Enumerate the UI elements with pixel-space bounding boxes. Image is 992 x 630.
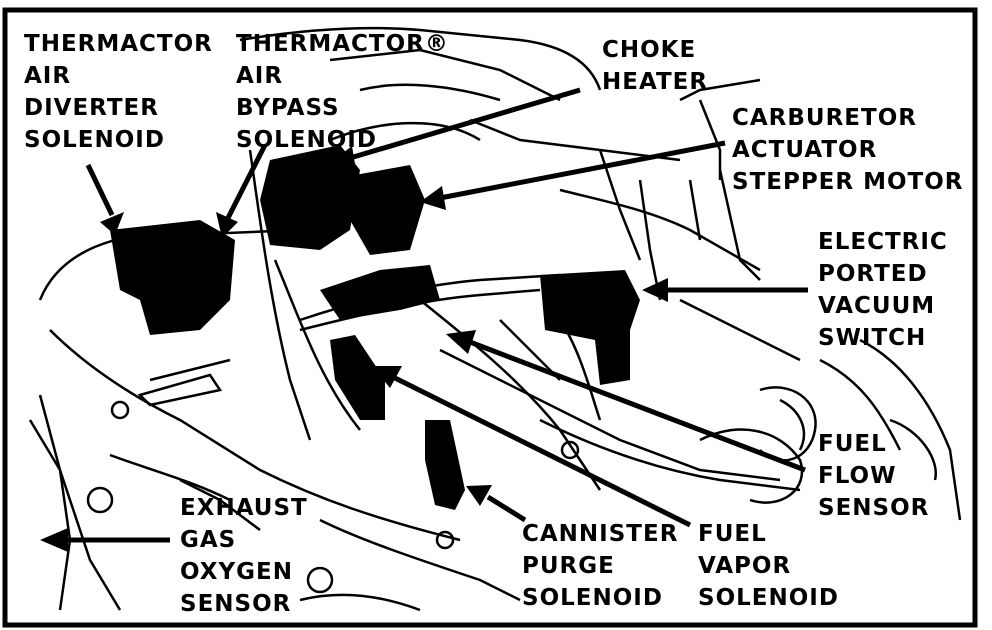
fuel-flow-sensor-blob	[330, 335, 385, 420]
air-diverter-solenoid-blob	[110, 220, 235, 335]
label-line: SOLENOID	[236, 127, 377, 153]
label-line: DIVERTER	[24, 95, 159, 121]
label-line: CARBURETOR	[732, 105, 917, 131]
label-line: OXYGEN	[180, 559, 293, 585]
fuel-vapor-solenoid-blob	[425, 420, 465, 510]
arrow-exhaust-oxygen-head	[40, 528, 68, 552]
label-line: FUEL	[818, 431, 887, 457]
label-line: ACTUATOR	[732, 137, 878, 163]
arrow-fuel-flow-sensor-head	[446, 330, 476, 354]
arrow-cannister-purge-head	[466, 485, 492, 506]
label-line: SOLENOID	[522, 585, 663, 611]
label-line: VACUUM	[818, 293, 936, 319]
label-line: SENSOR	[180, 591, 292, 617]
label-choke-heater: CHOKE HEATER	[602, 34, 708, 98]
label-fuel-vapor-solenoid: FUEL VAPOR SOLENOID	[698, 518, 839, 614]
label-fuel-flow-sensor: FUEL FLOW SENSOR	[818, 428, 929, 524]
arrow-fuel-vapor-solenoid	[393, 375, 692, 528]
label-line: VAPOR	[698, 553, 792, 579]
component-blobs	[110, 145, 640, 510]
label-cannister-purge-solenoid: CANNISTER PURGE SOLENOID	[522, 518, 678, 614]
label-carburetor-stepper-motor: CARBURETOR ACTUATOR STEPPER MOTOR	[732, 102, 964, 198]
label-line: THERMACTOR®	[236, 31, 449, 57]
label-line: HEATER	[602, 69, 709, 95]
arrow-fuel-flow-sensor	[469, 339, 806, 473]
arrow-stepper-motor	[439, 140, 726, 201]
label-line: SENSOR	[818, 495, 930, 521]
arrow-air-diverter	[85, 163, 115, 217]
air-bypass-solenoid-blob	[260, 145, 360, 250]
arrow-fuel-vapor-solenoid-head	[372, 366, 402, 388]
arrow-air-bypass-head	[216, 212, 238, 238]
label-line: BYPASS	[236, 95, 340, 121]
ported-vacuum-switch-blob	[540, 270, 640, 385]
arrow-evp-switch-head	[642, 278, 668, 302]
label-line: EXHAUST	[180, 495, 308, 521]
label-line: FUEL	[698, 521, 767, 547]
label-line: STEPPER MOTOR	[732, 169, 964, 195]
choke-wiring-blob	[320, 265, 440, 320]
label-line: SOLENOID	[698, 585, 839, 611]
arrow-air-diverter-head	[100, 212, 124, 235]
label-line: CHOKE	[602, 37, 697, 63]
label-air-diverter-solenoid: THERMACTOR AIR DIVERTER SOLENOID	[24, 28, 213, 156]
diagram-border	[2, 7, 978, 628]
label-line: ELECTRIC	[818, 229, 948, 255]
arrow-choke-heater-head	[330, 146, 356, 170]
label-line: PORTED	[818, 261, 928, 287]
label-line: CANNISTER	[522, 521, 679, 547]
leader-arrows	[40, 87, 808, 552]
arrow-stepper-motor-head	[420, 186, 446, 210]
stepper-motor-blob	[350, 165, 425, 255]
label-line: THERMACTOR	[24, 31, 213, 57]
arrow-choke-heater	[349, 87, 581, 161]
label-line: AIR	[24, 63, 72, 89]
label-line: SOLENOID	[24, 127, 165, 153]
label-exhaust-gas-oxygen-sensor: EXHAUST GAS OXYGEN SENSOR	[180, 492, 308, 620]
label-line: SWITCH	[818, 325, 927, 351]
label-electric-ported-vacuum-switch: ELECTRIC PORTED VACUUM SWITCH	[818, 226, 948, 354]
label-line: FLOW	[818, 463, 897, 489]
label-line: PURGE	[522, 553, 615, 579]
arrow-air-bypass	[225, 143, 268, 220]
label-line: AIR	[236, 63, 284, 89]
arrow-cannister-purge	[486, 494, 527, 523]
label-air-bypass-solenoid: THERMACTOR® AIR BYPASS SOLENOID	[236, 28, 449, 156]
label-line: GAS	[180, 527, 237, 553]
